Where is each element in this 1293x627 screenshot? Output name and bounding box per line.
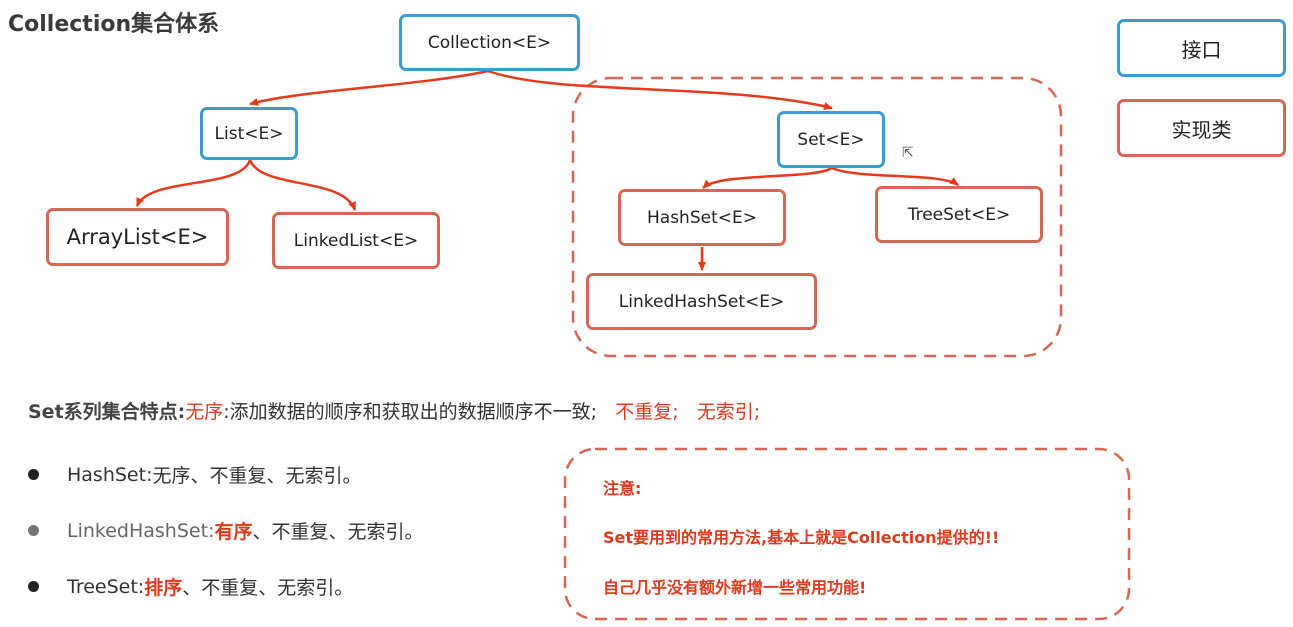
note-line-2: 自己几乎没有额外新增一些常用功能!: [603, 578, 867, 597]
feature-no-dup: 不重复;: [615, 401, 679, 423]
arrow-collection-list: [249, 69, 489, 106]
set-features: Set系列集合特点:无序:添加数据的顺序和获取出的数据顺序不一致; 不重复; 无…: [28, 397, 760, 424]
legend-implementation: 实现类: [1117, 99, 1286, 157]
feature-unordered-desc: :添加数据的顺序和获取出的数据顺序不一致;: [223, 401, 598, 423]
node-list: List<E>: [200, 107, 298, 160]
page-title: Collection集合体系: [8, 12, 220, 37]
bullet-rest: 、不重复、无索引。: [252, 521, 424, 543]
note-line-1: Set要用到的常用方法,基本上就是Collection提供的!!: [603, 528, 1000, 547]
bullet-name: LinkedHashSet: [67, 519, 209, 542]
node-set: Set<E>: [777, 111, 885, 168]
bullet-hashset: HashSet : 无序、不重复、无索引。: [28, 461, 362, 488]
features-label: Set系列集合特点:: [28, 401, 186, 423]
bullet-rest: 、不重复、无索引。: [182, 577, 354, 599]
node-hashset: HashSet<E>: [618, 189, 786, 246]
arrow-collection-set: [487, 69, 833, 111]
node-treeset: TreeSet<E>: [875, 186, 1043, 243]
arrow-set-hashset: [702, 166, 833, 190]
bullet-highlight: 排序: [144, 577, 183, 599]
bullet-highlight: 有序: [214, 521, 253, 543]
arrow-set-treeset: [831, 166, 959, 187]
bullet-linkedhashset: LinkedHashSet:有序、不重复、无索引。: [28, 517, 424, 544]
arrow-list-linkedlist: [248, 159, 357, 211]
feature-no-index: 无索引;: [696, 401, 761, 423]
bullet-dot-icon: [28, 469, 39, 480]
note-box-border: [563, 447, 1131, 621]
arrow-list-arraylist: [135, 159, 252, 207]
set-group-boundary: [571, 76, 1063, 358]
bullet-sep: :: [137, 575, 145, 598]
bullet-name: TreeSet: [67, 575, 138, 598]
note-heading: 注意:: [603, 479, 642, 498]
node-linkedhashset: LinkedHashSet<E>: [586, 273, 817, 330]
bullet-sep: :: [208, 519, 215, 542]
bullet-name: HashSet: [67, 463, 147, 486]
bullet-sep: :: [146, 463, 153, 486]
bullet-dot-icon: [28, 525, 39, 536]
bullet-dot-icon: [28, 581, 39, 592]
legend-interface: 接口: [1117, 19, 1286, 77]
node-arraylist: ArrayList<E>: [46, 208, 229, 266]
mouse-cursor-icon: ⇱: [902, 145, 914, 161]
bullet-rest: 无序、不重复、无索引。: [152, 465, 362, 487]
bullet-treeset: TreeSet:排序、不重复、无索引。: [28, 573, 353, 600]
node-linkedlist: LinkedList<E>: [272, 212, 440, 269]
feature-unordered: 无序: [185, 401, 224, 423]
node-collection: Collection<E>: [399, 14, 580, 71]
